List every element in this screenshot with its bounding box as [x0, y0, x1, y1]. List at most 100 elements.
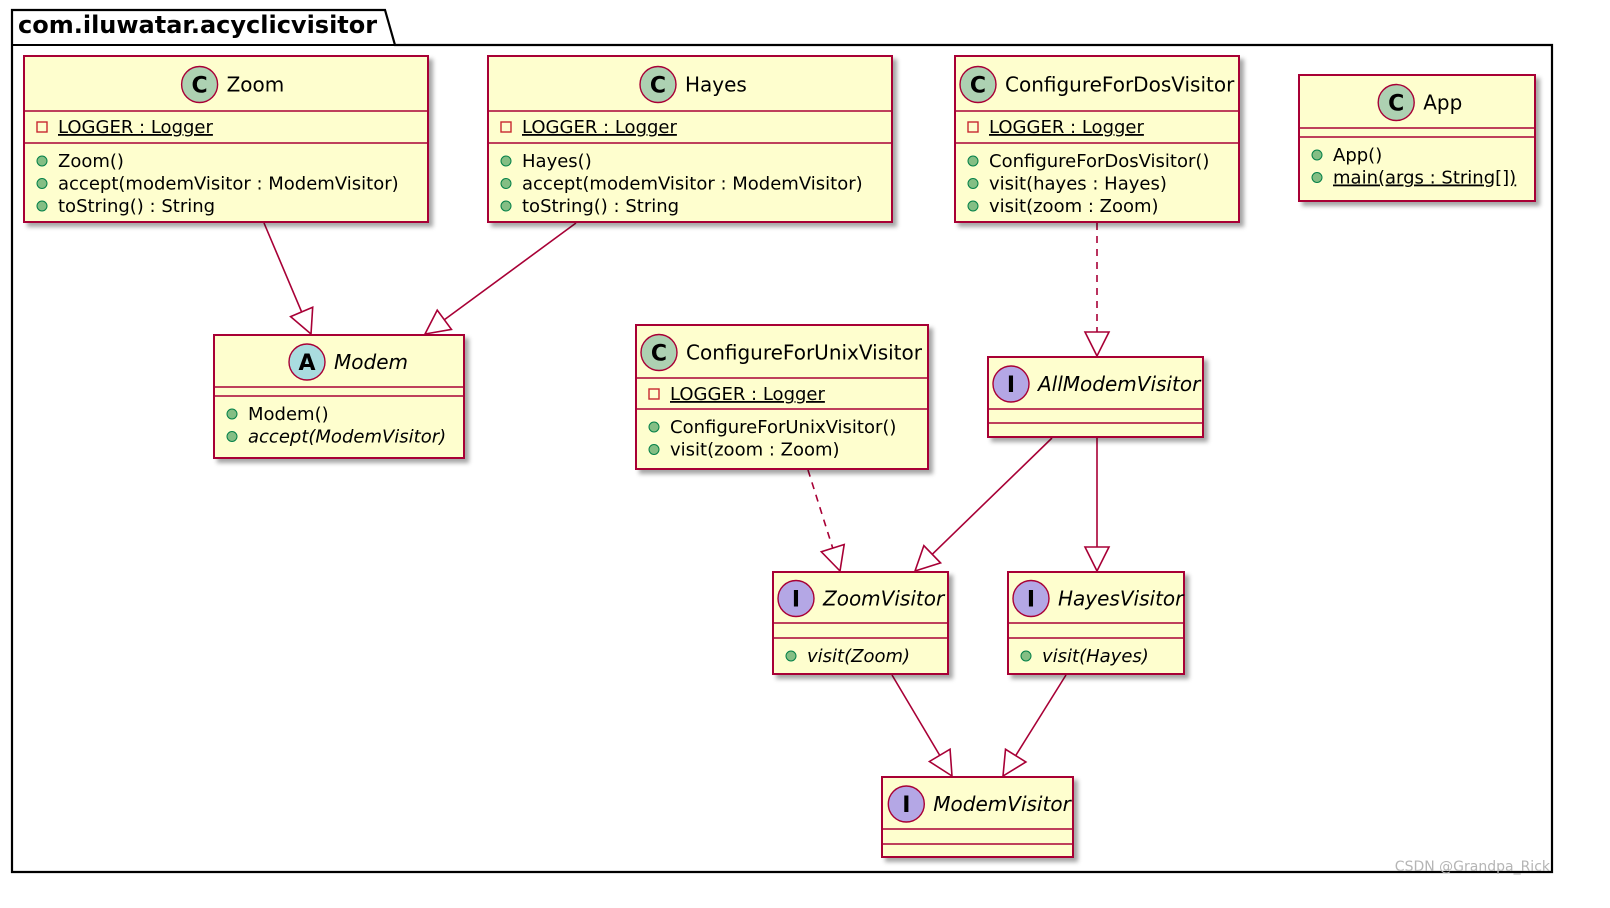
class-icon: C: [959, 65, 997, 104]
class-method: main(args : String[]): [1333, 168, 1516, 189]
class-method: ConfigureForUnixVisitor(): [670, 417, 896, 438]
public-visibility-icon: [648, 444, 660, 455]
relation-hayes-to-modem: [423, 222, 577, 336]
class-box-frame: [635, 324, 929, 470]
relation-edges: [263, 222, 1111, 778]
class-name: ModemVisitor: [933, 792, 1072, 816]
class-kind-badge-letter: I: [902, 793, 910, 818]
public-visibility-icon: [36, 155, 48, 167]
relation-line: [891, 674, 941, 756]
class-kind-badge-letter: I: [1007, 373, 1015, 398]
class-method: App(): [1333, 145, 1382, 166]
public-visibility-icon: [500, 155, 512, 167]
class-name: ConfigureForUnixVisitor: [686, 341, 923, 365]
class-method: visit(hayes : Hayes): [989, 174, 1167, 195]
class-method: visit(zoom : Zoom): [670, 440, 840, 461]
relation-arrowhead: [423, 308, 453, 336]
relation-all-modem-visitor-to-zoom-visitor: [913, 437, 1053, 573]
class-kind-badge-letter: I: [1027, 588, 1035, 613]
relation-line: [263, 222, 303, 313]
relation-arrowhead: [1083, 546, 1111, 573]
interface-icon: I: [992, 365, 1030, 403]
public-visibility-icon: [1311, 149, 1323, 161]
relation-arrowhead: [927, 747, 953, 778]
class-name: ConfigureForDosVisitor: [1005, 73, 1235, 97]
relation-zoom-to-modem: [263, 222, 314, 336]
class-box-modem-visitor: I ModemVisitor: [881, 776, 1074, 858]
class-method: Hayes(): [522, 151, 592, 172]
class-method: visit(Hayes): [1042, 646, 1149, 667]
class-method: visit(zoom : Zoom): [989, 196, 1159, 217]
class-box-frame: [487, 55, 893, 223]
class-kind-badge-letter: I: [792, 588, 800, 613]
class-field: LOGGER : Logger: [522, 117, 677, 138]
relation-all-modem-visitor-to-hayes-visitor: [1083, 438, 1111, 573]
relation-configure-unix-to-zoom-visitor: [807, 469, 846, 573]
class-method: toString() : String: [58, 196, 215, 217]
public-visibility-icon: [36, 200, 48, 212]
private-visibility-icon: [500, 121, 512, 133]
relation-arrowhead: [289, 305, 314, 336]
package-name: com.iluwatar.acyclicvisitor: [18, 11, 377, 39]
class-method: ConfigureForDosVisitor(): [989, 151, 1209, 172]
class-icon: C: [1377, 83, 1415, 122]
public-visibility-icon: [785, 650, 797, 662]
class-box-frame: [954, 55, 1240, 223]
interface-icon: I: [887, 785, 925, 823]
interface-icon: I: [1012, 579, 1050, 618]
watermark: CSDN @Grandpa_Rick: [1395, 859, 1551, 875]
class-kind-badge-letter: C: [192, 74, 208, 99]
class-name: App: [1423, 91, 1462, 115]
class-kind-badge-letter: C: [650, 74, 666, 99]
class-kind-badge-letter: A: [298, 351, 315, 376]
class-box-all-modem-visitor: I AllModemVisitor: [987, 356, 1204, 438]
class-icon: C: [180, 65, 219, 104]
public-visibility-icon: [967, 155, 979, 167]
class-name: Hayes: [685, 73, 747, 97]
class-kind-badge-letter: C: [651, 342, 667, 367]
class-method: accept(modemVisitor : ModemVisitor): [58, 174, 399, 195]
public-visibility-icon: [500, 178, 512, 189]
public-visibility-icon: [226, 431, 238, 442]
class-field: LOGGER : Logger: [670, 384, 825, 405]
public-visibility-icon: [226, 408, 238, 420]
public-visibility-icon: [1311, 172, 1323, 183]
class-method: Zoom(): [58, 151, 124, 172]
class-field: LOGGER : Logger: [58, 117, 213, 138]
relation-line: [1015, 674, 1067, 757]
class-method: visit(Zoom): [807, 646, 910, 667]
private-visibility-icon: [648, 388, 660, 400]
private-visibility-icon: [967, 121, 979, 133]
public-visibility-icon: [36, 178, 48, 189]
relation-arrowhead: [1083, 331, 1111, 358]
class-icon: C: [639, 65, 677, 104]
interface-icon: I: [777, 579, 815, 618]
relation-arrowhead: [1002, 747, 1028, 778]
relation-configure-dos-to-all-modem-visitor: [1083, 223, 1111, 358]
relation-line: [931, 437, 1053, 555]
public-visibility-icon: [967, 178, 979, 189]
class-method: toString() : String: [522, 196, 679, 217]
relation-arrowhead: [819, 543, 846, 573]
class-box-frame: [23, 55, 429, 223]
class-icon: C: [640, 333, 678, 372]
relation-hayes-visitor-to-modem-visitor: [1002, 674, 1067, 778]
class-kind-badge-letter: C: [970, 74, 986, 99]
relation-line: [443, 222, 577, 321]
relation-arrowhead: [913, 544, 943, 573]
class-name: Modem: [334, 350, 408, 374]
class-method: accept(ModemVisitor): [248, 427, 446, 448]
relation-line: [807, 469, 834, 549]
class-kind-badge-letter: C: [1388, 92, 1404, 117]
class-method: accept(modemVisitor : ModemVisitor): [522, 174, 863, 195]
relation-zoom-visitor-to-modem-visitor: [891, 674, 953, 778]
class-name: ZoomVisitor: [822, 587, 946, 611]
private-visibility-icon: [36, 121, 48, 133]
class-name: AllModemVisitor: [1036, 372, 1202, 396]
